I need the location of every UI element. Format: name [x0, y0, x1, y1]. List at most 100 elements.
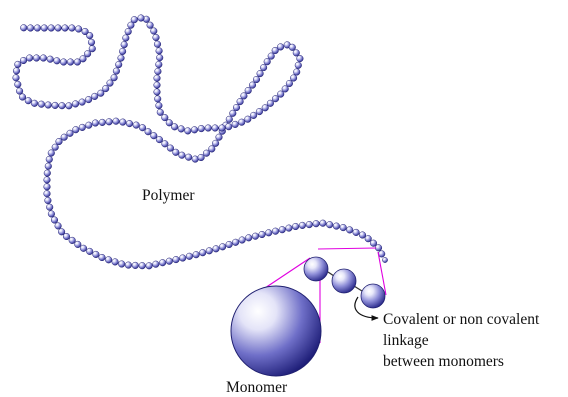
polymer-bead: [272, 95, 279, 102]
polymer-bead: [118, 261, 125, 268]
polymer-bead: [128, 22, 135, 29]
polymer-bead: [115, 61, 122, 68]
polymer-bead: [107, 80, 114, 87]
polymer-bead: [219, 125, 226, 132]
polymer-bead: [340, 224, 347, 231]
polymer-bead: [292, 223, 299, 230]
polymer-bead: [293, 69, 300, 76]
polymer-bead: [299, 222, 306, 229]
polymer-bead: [365, 235, 372, 242]
polymer-bead: [253, 76, 260, 83]
polymer-bead: [45, 197, 52, 204]
polymer-bead: [313, 220, 320, 227]
polymer-bead: [156, 48, 163, 55]
polymer-bead: [166, 258, 173, 265]
polymer-bead: [199, 249, 206, 256]
polymer-bead: [40, 55, 47, 62]
polymer-bead: [89, 45, 96, 52]
linkage-label: Covalent or non covalent linkage between…: [383, 309, 539, 372]
polymer-bead: [252, 233, 259, 240]
polymer-bead: [216, 134, 223, 141]
polymer-bead: [16, 88, 23, 95]
linkage-label-line-1: Covalent or non covalent: [383, 309, 539, 330]
polymer-bead: [145, 128, 152, 135]
polymer-bead: [106, 119, 113, 126]
polymer-bead: [151, 132, 158, 139]
polymer-bead: [125, 262, 132, 269]
trimer-bead-1: [304, 257, 328, 281]
polymer-bead: [46, 156, 53, 163]
polymer-bead: [265, 230, 272, 237]
polymer-bead: [173, 149, 180, 156]
polymer-bead: [346, 227, 353, 234]
polymer-bead: [13, 68, 20, 75]
polymer-bead: [185, 128, 192, 135]
polymer-bead: [38, 101, 45, 108]
polymer-bead: [179, 255, 186, 262]
polymer-bead: [55, 25, 62, 32]
polymer-bead: [99, 254, 106, 261]
polymer-bead: [212, 140, 219, 147]
polymer-bead: [226, 241, 233, 248]
polymer-bead: [133, 122, 140, 129]
polymer-bead: [99, 119, 106, 126]
polymer-bead: [320, 220, 327, 227]
polymer-bead: [154, 75, 161, 82]
polymer-bead: [198, 154, 205, 161]
polymer-bead: [69, 237, 76, 244]
polymer-bead: [59, 102, 66, 109]
polymer-bead: [48, 25, 55, 32]
polymer-bead: [85, 96, 92, 103]
polymer-bead: [264, 58, 271, 65]
polymer-bead: [232, 239, 239, 246]
polymer-bead: [219, 244, 226, 251]
monomer-label: Monomer: [226, 379, 287, 397]
polymer-bead: [267, 100, 274, 107]
polymer-bead: [262, 105, 269, 112]
polymer-bead: [206, 248, 213, 255]
polymer-bead: [13, 75, 20, 82]
polymer-bead: [52, 102, 59, 109]
polymer-bead: [153, 261, 160, 268]
polymer-bead: [277, 91, 284, 98]
polymer-bead: [154, 82, 161, 89]
polymer-bead: [297, 55, 304, 62]
polymer-bead: [146, 263, 153, 270]
polymer-bead: [333, 223, 340, 230]
polymer-bead: [69, 25, 76, 32]
polymer-bead: [282, 86, 289, 93]
polymer-bead: [241, 93, 248, 100]
polymer-bead: [88, 39, 95, 46]
polymer-bead: [119, 48, 126, 55]
polymer-label: Polymer: [142, 187, 195, 205]
polymer-bead: [79, 124, 86, 131]
polymer-bead: [286, 225, 293, 232]
polymer-bead: [121, 41, 128, 48]
polymer-bead: [257, 70, 264, 77]
polymer-bead: [27, 25, 34, 32]
polymer-bead: [268, 53, 275, 60]
polymer-bead: [157, 109, 164, 116]
polymer-bead: [245, 116, 252, 123]
polymer-bead: [279, 226, 286, 233]
polymer-bead: [295, 62, 302, 69]
polymer-bead: [48, 150, 55, 157]
polymer-bead: [61, 134, 68, 141]
polymer-bead: [191, 127, 198, 134]
polymer-bead: [139, 124, 146, 131]
polymer-bead: [154, 41, 161, 48]
polymer-bead: [178, 126, 185, 133]
polymer-bead: [205, 125, 212, 132]
polymer-bead: [138, 15, 145, 22]
linkage-label-line-2: linkage: [383, 330, 539, 351]
polymer-bead: [293, 50, 300, 57]
polymer-bead: [155, 68, 162, 75]
polymer-bead: [225, 123, 232, 130]
polymer-bead: [173, 256, 180, 263]
polymer-bead: [52, 144, 59, 151]
polymer-bead: [33, 55, 40, 62]
polymer-bead: [259, 231, 266, 238]
polymer-bead: [370, 240, 377, 247]
polymer-bead: [14, 81, 21, 88]
polymer-bead: [156, 102, 163, 109]
